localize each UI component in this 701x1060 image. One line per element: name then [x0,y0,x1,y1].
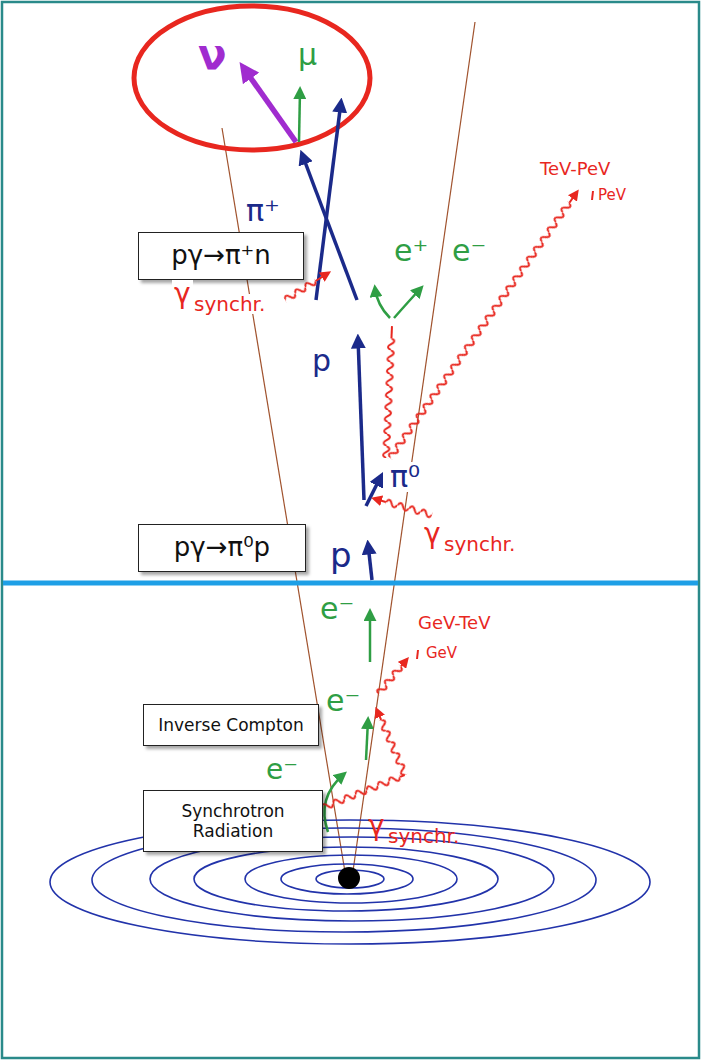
box-text: Inverse Compton [158,715,303,735]
electron-arrow [394,288,421,318]
photon [320,770,407,814]
photon-subscript: synchr. [444,534,515,554]
electron-label: e⁻ [266,756,298,784]
disk-ring [50,820,650,944]
jet-cone-line [352,22,475,878]
muon-arrow [299,90,300,142]
tick-mark [417,650,418,659]
hadron-tracks [302,102,381,580]
muon-label: μ [298,40,317,70]
box-text: pγ→π⁺n [171,240,271,271]
photon [385,189,582,462]
positron-arrow [375,288,390,318]
electron-arrow [369,612,372,662]
process-box: pγ→π⁰p [138,524,306,572]
photon-symbol: γ [172,280,193,308]
separator-line [3,581,698,586]
photon-symbol: γ [368,812,385,840]
photon-head [401,659,407,666]
photon-subscript: synchr. [388,826,459,846]
proton-arrow [358,338,364,500]
proton-arrow [368,544,372,580]
photon-subscript: synchr. [192,294,267,314]
electron-arrow [366,720,368,760]
energy-label: PeV [598,188,626,203]
accretion-disk [50,820,650,944]
photon [373,656,411,698]
energy-label: TeV-PeV [540,160,610,178]
pion-arrow [366,476,381,506]
electron-label: e⁻ [326,686,360,716]
process-box: Inverse Compton [143,704,319,746]
positron-label: e⁺ [394,236,428,266]
photon-tail [390,326,393,338]
tick-mark [592,191,593,200]
disk-ring [281,864,413,894]
process-box: Synchrotron Radiation [143,790,323,852]
photon-wave [282,276,319,305]
electron-label: e⁻ [320,594,354,624]
pion-label: π⁰ [388,462,422,492]
photon-wave [376,718,411,778]
box-text: Synchrotron Radiation [154,801,312,842]
photon-head [569,192,576,203]
photon [371,707,410,777]
neutrino-label: ν [198,34,227,76]
disk-ring [194,847,498,911]
lepton-tracks [324,288,421,832]
electron-label: e⁻ [452,236,486,266]
photon-wave [373,663,405,698]
photon-head [377,710,381,720]
photon-head [374,499,386,502]
highlight-circle [134,6,370,150]
photon-head [316,273,329,281]
pion-label: π⁺ [244,196,282,226]
photon-wave [385,199,574,461]
neutrino-arrow [243,67,296,142]
energy-label: GeV-TeV [418,614,490,632]
process-box: pγ→π⁺n [138,232,304,280]
photon-wave [384,496,433,521]
disk-ring [245,855,457,903]
photon [373,493,434,521]
photon-symbol: γ [424,520,441,548]
photon [380,326,398,458]
proton-label: p [330,538,352,572]
box-text: pγ→π⁰p [174,532,270,563]
black-hole [338,867,360,889]
energy-label: GeV [426,646,457,661]
proton-label: p [312,346,331,376]
photon-wave [320,771,402,813]
photon-wave [380,338,397,458]
